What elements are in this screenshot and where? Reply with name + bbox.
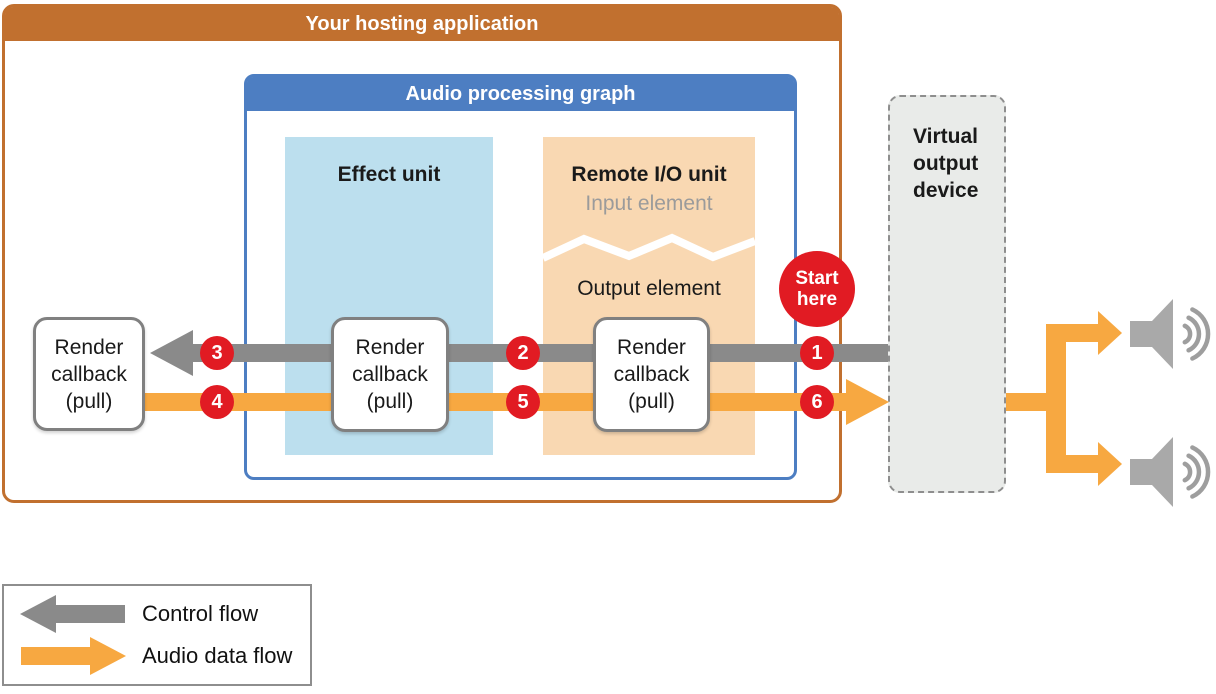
control-flow-arrow-icon <box>20 595 125 633</box>
legend-control-flow-label: Control flow <box>142 601 259 626</box>
legend-audio-flow-row: Audio data flow <box>18 636 310 676</box>
render-callback-box: Render callback (pull) <box>331 317 449 432</box>
audio-data-flow-arrow-icon <box>21 637 126 675</box>
render-callback-box: Render callback (pull) <box>593 317 710 432</box>
start-here-badge: Start here <box>779 251 855 327</box>
effect-unit-title: Effect unit <box>337 163 441 186</box>
audio-split-connector-icon <box>1006 311 1122 486</box>
flow-step-6-badge: 6 <box>800 385 834 419</box>
audio-processing-graph-header: Audio processing graph <box>247 77 794 111</box>
flow-step-1-badge: 1 <box>800 336 834 370</box>
hosting-application-header: Your hosting application <box>5 7 839 41</box>
sound-waves-icon <box>1182 307 1211 361</box>
input-element-label: Input element <box>585 192 713 215</box>
flow-step-4-badge: 4 <box>200 385 234 419</box>
legend-control-flow-row: Control flow <box>18 594 310 634</box>
virtual-output-device-title: Virtual output device <box>913 125 979 202</box>
sound-waves-icon <box>1182 445 1211 499</box>
audio-processing-graph-title: Audio processing graph <box>405 82 636 105</box>
speaker-icon <box>1130 437 1173 507</box>
render-callback-label: Render callback (pull) <box>613 336 690 413</box>
flow-step-2-badge: 2 <box>506 336 540 370</box>
render-callback-label: Render callback (pull) <box>352 336 428 413</box>
speaker-icon <box>1130 299 1173 369</box>
virtual-output-device-box: Virtual output device <box>888 95 1006 493</box>
flow-step-5-badge: 5 <box>506 385 540 419</box>
legend: Control flow Audio data flow <box>2 584 312 686</box>
start-here-label: Start here <box>795 268 839 310</box>
legend-audio-flow-label: Audio data flow <box>142 643 293 668</box>
output-element-label: Output element <box>577 277 721 300</box>
render-callback-label: Render callback (pull) <box>51 335 127 413</box>
hosting-application-title: Your hosting application <box>305 12 539 35</box>
flow-step-3-badge: 3 <box>200 336 234 370</box>
render-callback-box: Render callback (pull) <box>33 317 145 431</box>
remote-io-unit-title: Remote I/O unit <box>571 163 727 186</box>
